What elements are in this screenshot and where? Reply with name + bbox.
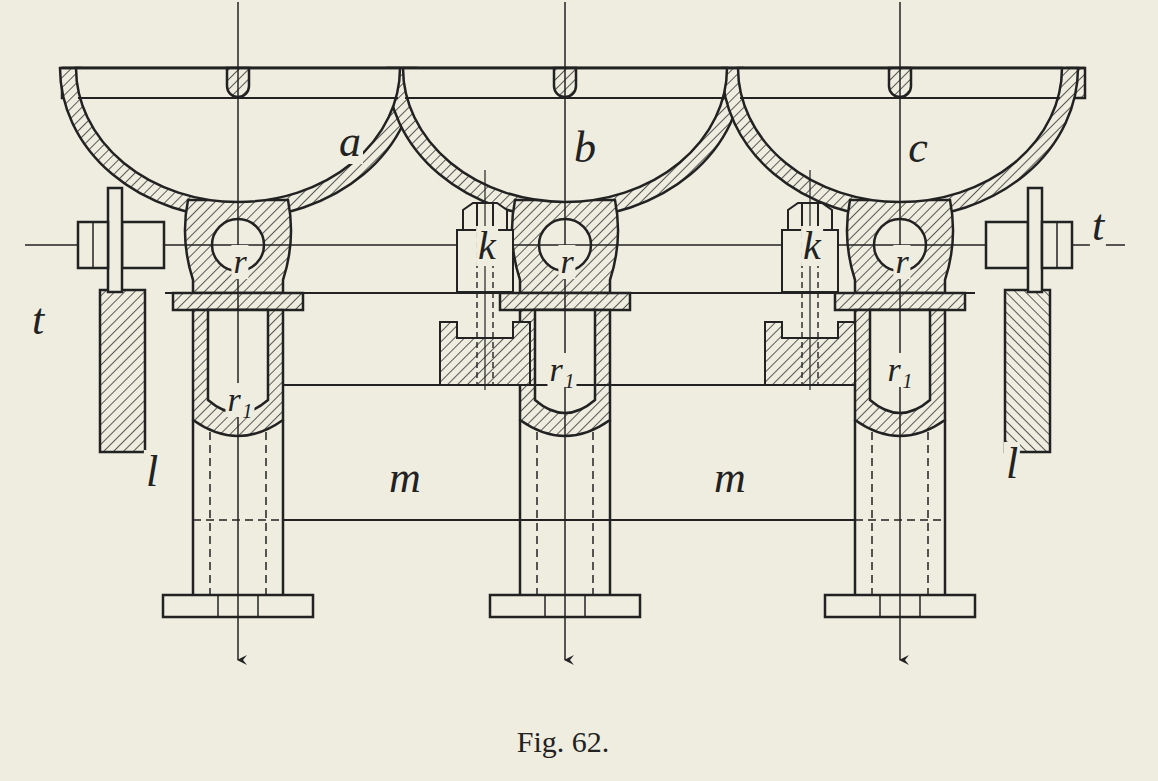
part-letter: l xyxy=(144,450,160,494)
part-letter: r₁ xyxy=(547,353,576,387)
part-letter: b xyxy=(572,126,598,170)
part-letter: c xyxy=(906,126,930,170)
part-letter: k xyxy=(801,226,823,266)
part-letter: m xyxy=(387,456,423,500)
part-letter: r xyxy=(558,245,575,279)
part-letter: r xyxy=(231,245,248,279)
part-letter: a xyxy=(337,120,363,164)
part-letter: t xyxy=(30,298,46,342)
part-letter: r₁ xyxy=(225,383,254,417)
figure-caption: Fig. 62. xyxy=(517,727,610,757)
part-letter: l xyxy=(1004,442,1020,486)
part-letter: m xyxy=(712,456,748,500)
part-letter: r₁ xyxy=(885,353,914,387)
part-letter: k xyxy=(476,226,498,266)
part-letter: r xyxy=(893,245,910,279)
part-letter: t xyxy=(1090,204,1106,248)
